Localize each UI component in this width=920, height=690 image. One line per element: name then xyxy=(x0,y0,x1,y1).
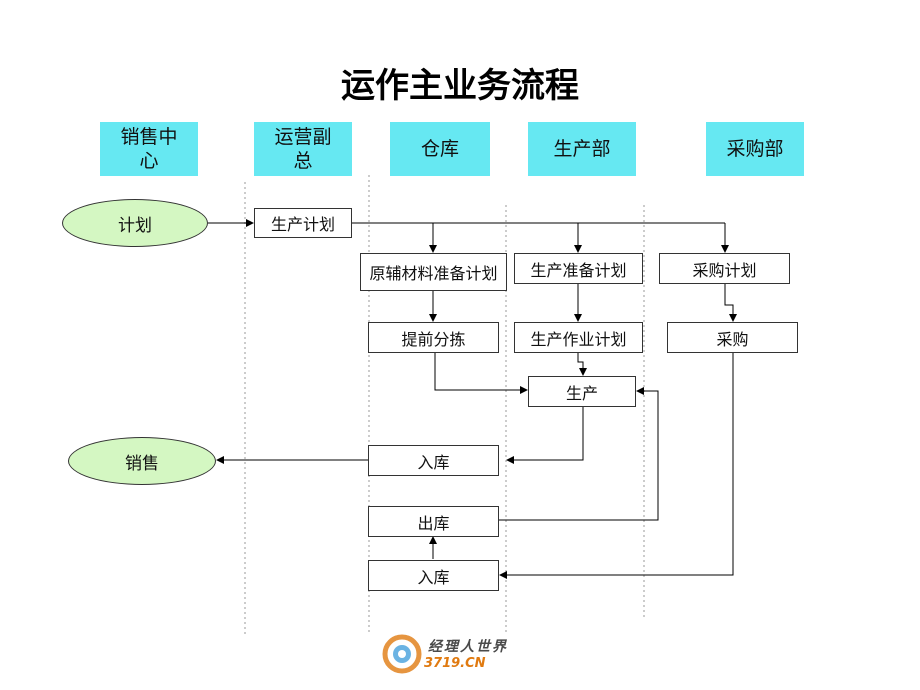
warehouse-in-box: 入库 xyxy=(368,445,499,476)
arrow-work-plan-to-production xyxy=(577,353,587,376)
plan-oval: 计划 xyxy=(62,199,208,247)
logo-text-en: 3719.CN xyxy=(424,656,486,671)
lane-header-sales-center: 销售中心 xyxy=(100,122,198,176)
warehouse-out-box: 出库 xyxy=(368,506,499,537)
logo-text-cn: 经理人世界 xyxy=(428,639,508,655)
warehouse-in-box-2: 入库 xyxy=(368,560,499,591)
production-work-plan-box: 生产作业计划 xyxy=(514,322,643,353)
lane-header-warehouse: 仓库 xyxy=(390,122,490,176)
lane-header-production: 生产部 xyxy=(528,122,636,176)
arrow-production-to-warehouse-in xyxy=(506,407,584,464)
lane-header-ops-vp: 运营副总 xyxy=(254,122,352,176)
purchase-plan-box: 采购计划 xyxy=(659,253,790,284)
purchase-box: 采购 xyxy=(667,322,798,353)
arrow-sorting-to-production xyxy=(434,353,528,394)
pre-sorting-box: 提前分拣 xyxy=(368,322,499,353)
lane-header-line: 生产部 xyxy=(553,138,611,160)
diagram-title: 运作主业务流程 xyxy=(341,66,579,106)
lane-header-line: 运营副 xyxy=(274,126,332,148)
material-prep-plan-box: 原辅材料准备计划 xyxy=(360,253,507,291)
production-box: 生产 xyxy=(528,376,636,407)
arrow-purchase-to-warehouse-in xyxy=(499,353,734,579)
sales-oval: 销售 xyxy=(68,437,216,485)
lane-header-line: 仓库 xyxy=(420,138,459,160)
arrow-warehouse-out-to-production xyxy=(499,387,659,521)
site-logo-icon xyxy=(382,634,422,674)
lane-header-purchasing: 采购部 xyxy=(706,122,804,176)
arrow-purchase-plan-to-purchase xyxy=(724,284,737,322)
lane-header-line: 销售中 xyxy=(120,126,178,148)
lane-header-line: 总 xyxy=(293,150,313,172)
lane-header-line: 采购部 xyxy=(726,138,784,160)
lane-header-line: 心 xyxy=(139,150,159,172)
production-prep-plan-box: 生产准备计划 xyxy=(514,253,643,284)
production-plan-box: 生产计划 xyxy=(254,208,352,238)
